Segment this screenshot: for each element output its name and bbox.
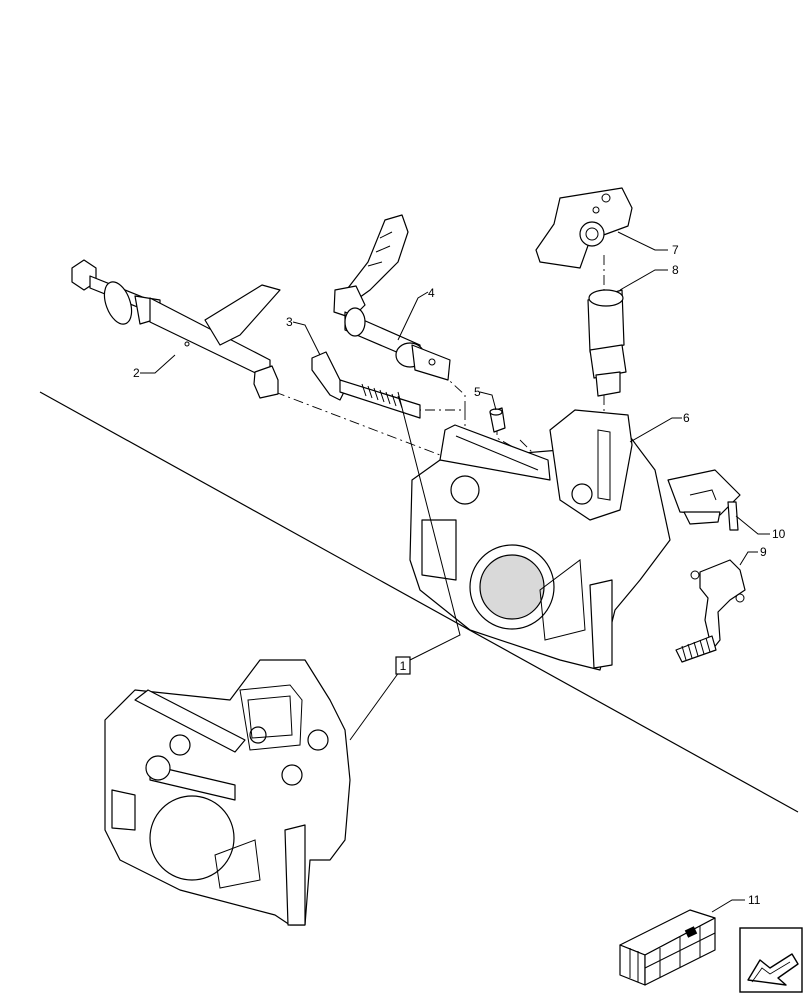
part-8-hook-pin: [587, 289, 627, 397]
part-10-cover: [667, 469, 741, 531]
callout-1-box: [395, 656, 411, 675]
callout-2: 2: [133, 366, 140, 380]
callout-4: 4: [428, 286, 435, 300]
part-2-shaft: [71, 259, 281, 399]
callout-5: 5: [474, 385, 481, 399]
callout-7: 7: [672, 243, 679, 257]
part-9-lever-spring: [675, 559, 746, 663]
part-5-pin: [489, 407, 506, 433]
callout-8: 8: [672, 263, 679, 277]
part-6-hitch-body: [409, 409, 671, 671]
crate-icon: [619, 909, 716, 986]
back-arrow-icon[interactable]: [739, 927, 803, 993]
part-1-assembly: [104, 659, 351, 926]
callout-11: 11: [748, 893, 761, 907]
leader-lines: [140, 231, 770, 913]
part-3-bolt-spring: [311, 351, 421, 419]
part-7-hook-housing: [535, 187, 633, 269]
callout-3: 3: [286, 315, 293, 329]
part-4-lever: [333, 214, 451, 381]
callout-6: 6: [683, 411, 690, 425]
callout-1: 1: [400, 659, 407, 673]
section-divider-line: [39, 391, 799, 813]
callout-9: 9: [760, 545, 767, 559]
callout-10: 10: [772, 527, 786, 541]
